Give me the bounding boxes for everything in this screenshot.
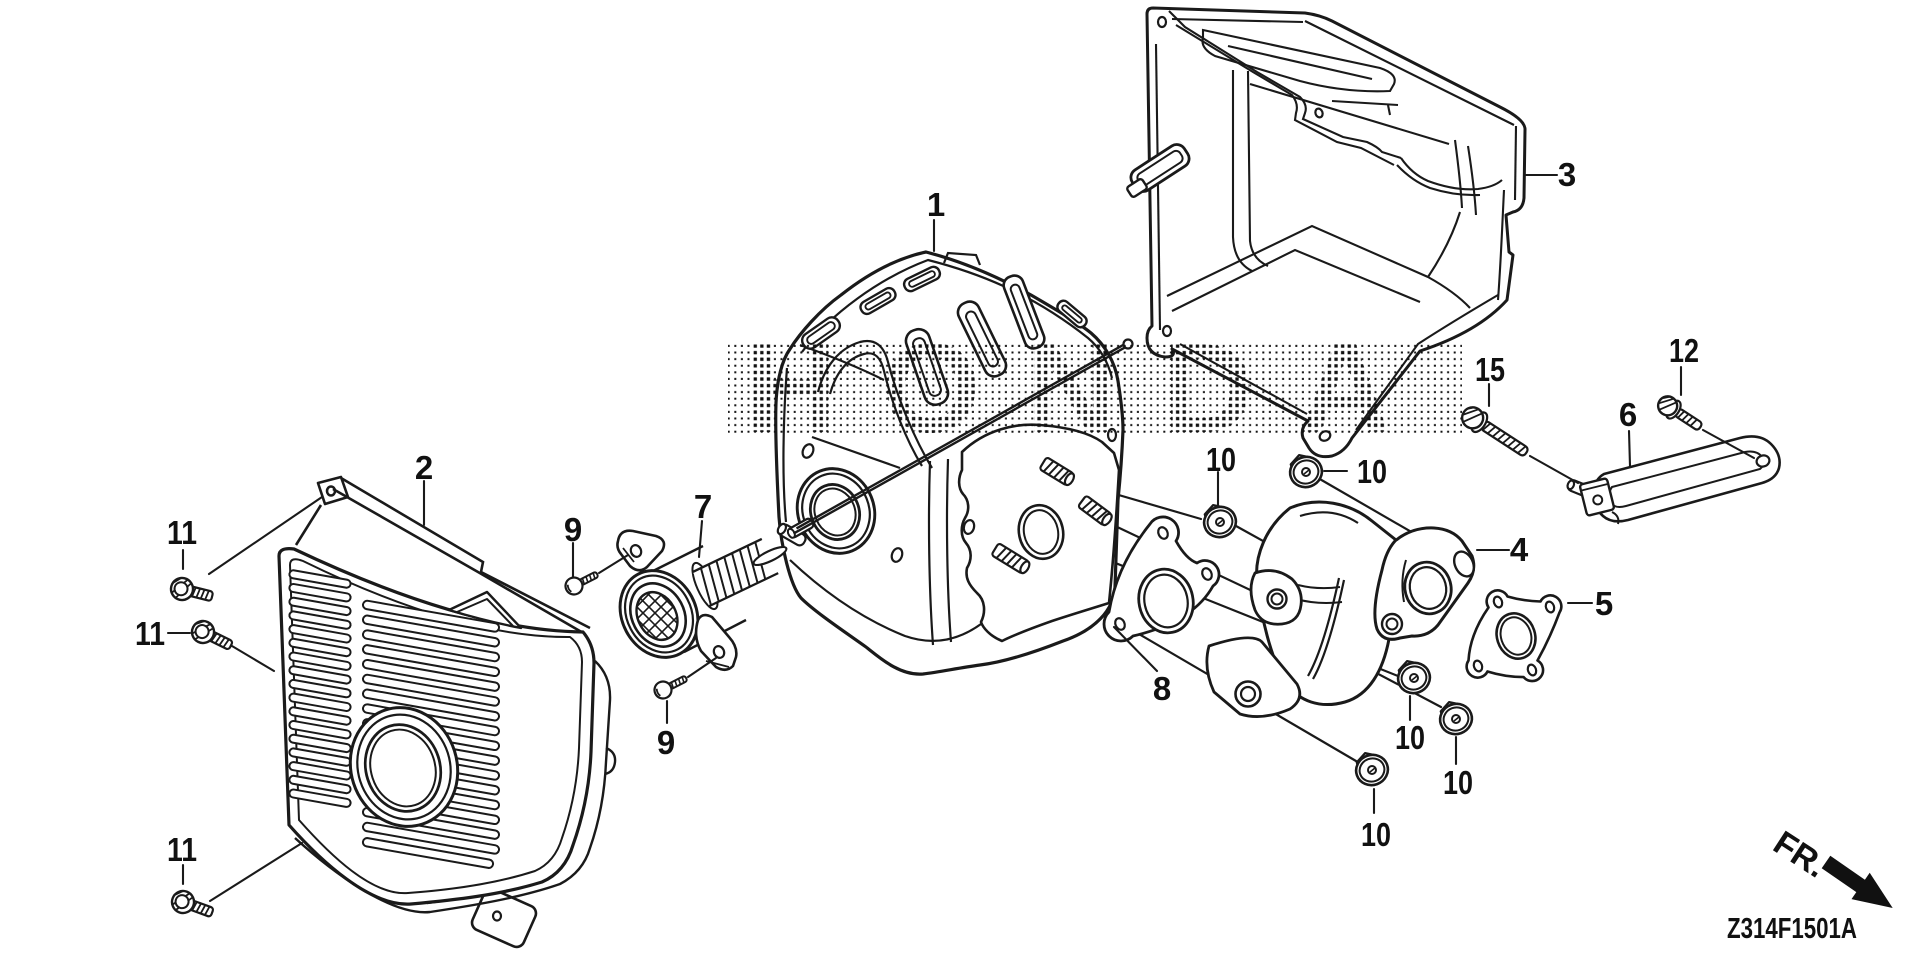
svg-text:2: 2	[415, 449, 433, 486]
svg-text:9: 9	[564, 511, 582, 548]
svg-text:4: 4	[1510, 531, 1529, 568]
svg-text:5: 5	[1595, 585, 1613, 622]
svg-text:11: 11	[167, 831, 197, 868]
svg-text:11: 11	[167, 514, 197, 551]
svg-text:10: 10	[1395, 719, 1425, 756]
svg-text:11: 11	[135, 615, 165, 652]
svg-text:Z314F1501A: Z314F1501A	[1727, 913, 1857, 945]
svg-text:7: 7	[694, 488, 712, 525]
svg-text:HONDA: HONDA	[745, 317, 1445, 459]
svg-text:10: 10	[1361, 816, 1391, 853]
svg-text:8: 8	[1153, 670, 1171, 707]
svg-text:15: 15	[1475, 351, 1505, 388]
svg-text:1: 1	[927, 186, 945, 223]
svg-text:9: 9	[657, 724, 675, 761]
svg-text:10: 10	[1443, 764, 1473, 801]
svg-text:3: 3	[1558, 156, 1576, 193]
svg-text:10: 10	[1357, 453, 1387, 490]
svg-text:6: 6	[1619, 396, 1637, 433]
svg-text:10: 10	[1206, 441, 1236, 478]
svg-text:12: 12	[1669, 332, 1699, 369]
